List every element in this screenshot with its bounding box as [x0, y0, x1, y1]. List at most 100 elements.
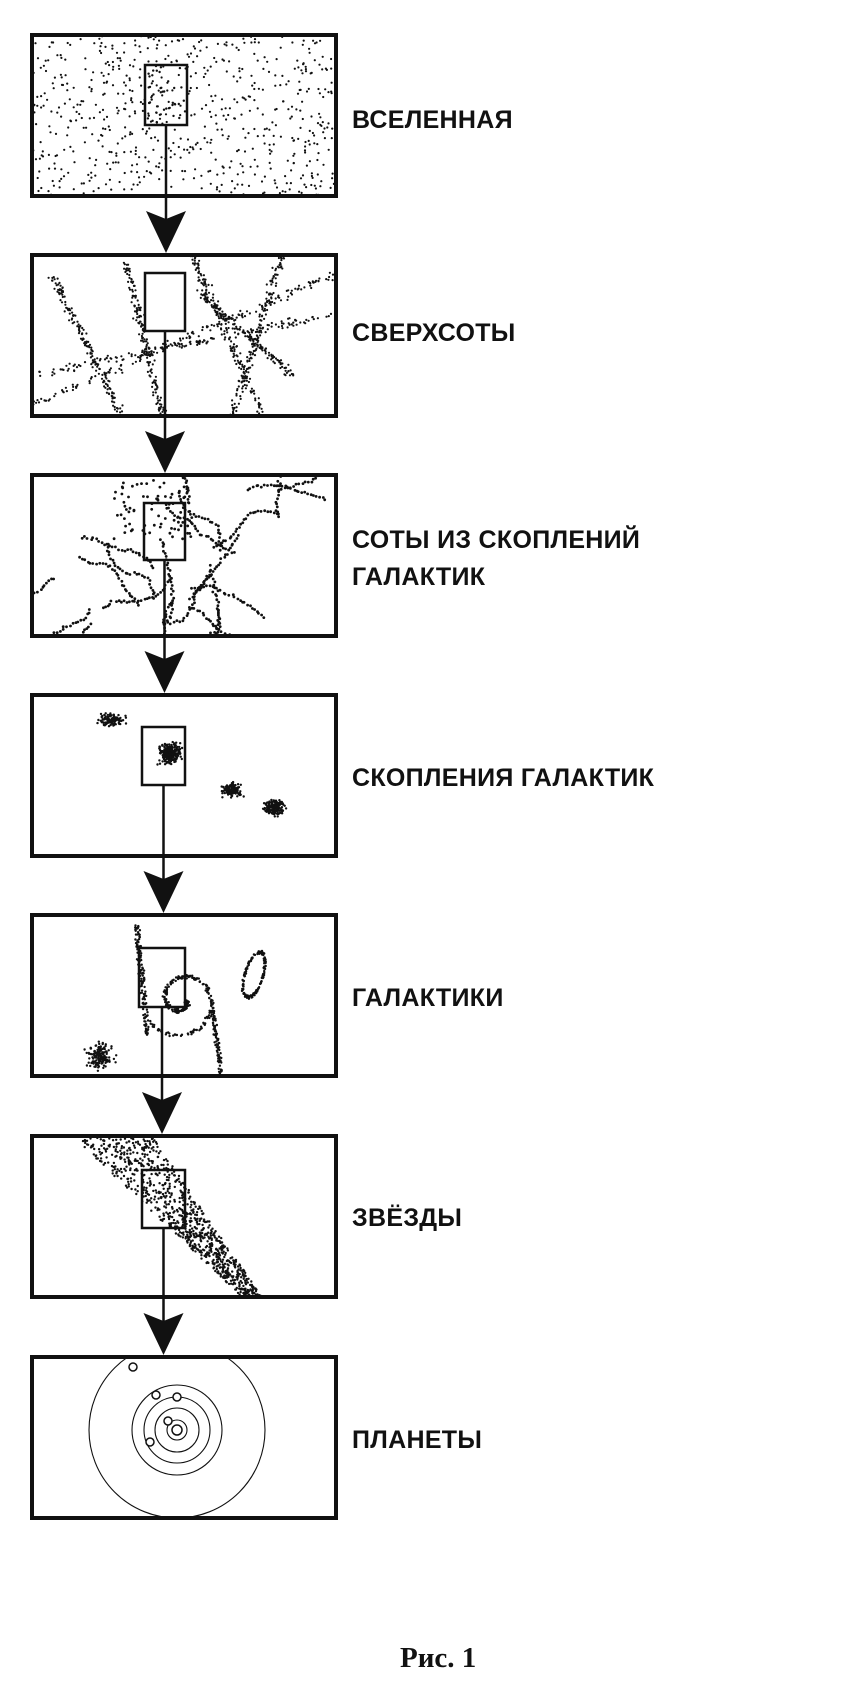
- figure-caption: Рис. 1: [400, 1642, 477, 1674]
- dot: [214, 1036, 218, 1039]
- dot: [263, 806, 266, 810]
- dot: [233, 1282, 237, 1285]
- dot: [144, 1031, 148, 1035]
- dot: [105, 81, 108, 84]
- dot: [236, 1278, 239, 1281]
- dot: [235, 392, 238, 395]
- dot: [330, 57, 333, 61]
- dot: [287, 295, 290, 298]
- dot: [227, 1275, 230, 1278]
- dot: [340, 448, 343, 451]
- dot: [44, 59, 47, 62]
- dot: [115, 106, 119, 109]
- dot: [213, 1026, 216, 1029]
- dot: [192, 643, 195, 646]
- dot: [252, 349, 255, 353]
- dot: [127, 280, 130, 283]
- dot: [149, 354, 152, 357]
- dot: [183, 170, 187, 173]
- dot: [243, 365, 246, 368]
- dot: [249, 328, 253, 331]
- dot: [162, 1158, 166, 1162]
- dot: [238, 366, 241, 369]
- dot: [101, 714, 104, 718]
- dot: [212, 299, 215, 302]
- dot: [210, 1250, 213, 1253]
- dot: [59, 54, 62, 57]
- dot: [208, 110, 212, 113]
- dot: [275, 186, 279, 189]
- dot: [216, 128, 219, 131]
- dot: [279, 135, 282, 138]
- dot: [199, 1236, 202, 1240]
- dot: [205, 648, 208, 651]
- dot: [94, 174, 97, 177]
- dot: [216, 604, 220, 608]
- dot: [235, 345, 238, 348]
- arrow-head-icon: [142, 1092, 182, 1134]
- dot: [261, 88, 264, 91]
- dot: [103, 118, 106, 121]
- dot: [148, 1140, 151, 1143]
- dot: [94, 1063, 98, 1067]
- dot: [216, 310, 219, 313]
- sun: [171, 1424, 183, 1436]
- dot: [239, 162, 242, 165]
- dot: [325, 467, 328, 470]
- dot: [286, 326, 289, 329]
- dot: [133, 110, 136, 113]
- dot: [331, 172, 334, 175]
- dot: [210, 1010, 213, 1013]
- dot: [131, 89, 134, 93]
- planet: [128, 1362, 138, 1372]
- dot: [106, 388, 109, 391]
- dot: [238, 647, 241, 650]
- dot: [233, 359, 236, 362]
- dot: [73, 363, 76, 366]
- dot: [60, 177, 63, 180]
- dot: [235, 641, 238, 644]
- dot: [127, 352, 130, 355]
- dot: [249, 333, 252, 336]
- dot: [51, 374, 54, 377]
- dot: [179, 742, 182, 745]
- dot: [169, 510, 172, 513]
- dot: [140, 339, 143, 342]
- dot: [165, 619, 169, 622]
- dot: [169, 580, 173, 584]
- dot: [153, 1195, 157, 1198]
- dot: [134, 153, 137, 156]
- dot: [246, 603, 250, 607]
- dot: [135, 483, 139, 486]
- dot: [82, 328, 85, 331]
- dot: [165, 1175, 169, 1179]
- dot: [272, 143, 275, 146]
- dot: [231, 785, 234, 788]
- dot: [115, 1145, 118, 1148]
- dot: [144, 1194, 147, 1198]
- dot: [224, 317, 227, 320]
- dot: [130, 355, 133, 358]
- dot: [90, 363, 93, 366]
- dot: [227, 135, 230, 138]
- dot: [136, 312, 139, 316]
- dot: [219, 1273, 222, 1276]
- dot: [193, 601, 196, 605]
- dot: [135, 958, 139, 961]
- dot: [246, 1281, 249, 1284]
- dot: [177, 491, 181, 494]
- dot: [201, 638, 204, 641]
- dot: [327, 148, 330, 151]
- dot: [216, 1051, 219, 1054]
- dot: [241, 312, 244, 315]
- dot: [114, 545, 117, 549]
- dot: [162, 1163, 165, 1167]
- dot: [146, 1139, 149, 1143]
- dot: [82, 126, 85, 129]
- dot: [152, 93, 155, 96]
- dot: [72, 314, 75, 317]
- dot: [130, 170, 133, 173]
- dot: [331, 279, 334, 282]
- dot: [202, 339, 206, 342]
- dot: [128, 267, 131, 270]
